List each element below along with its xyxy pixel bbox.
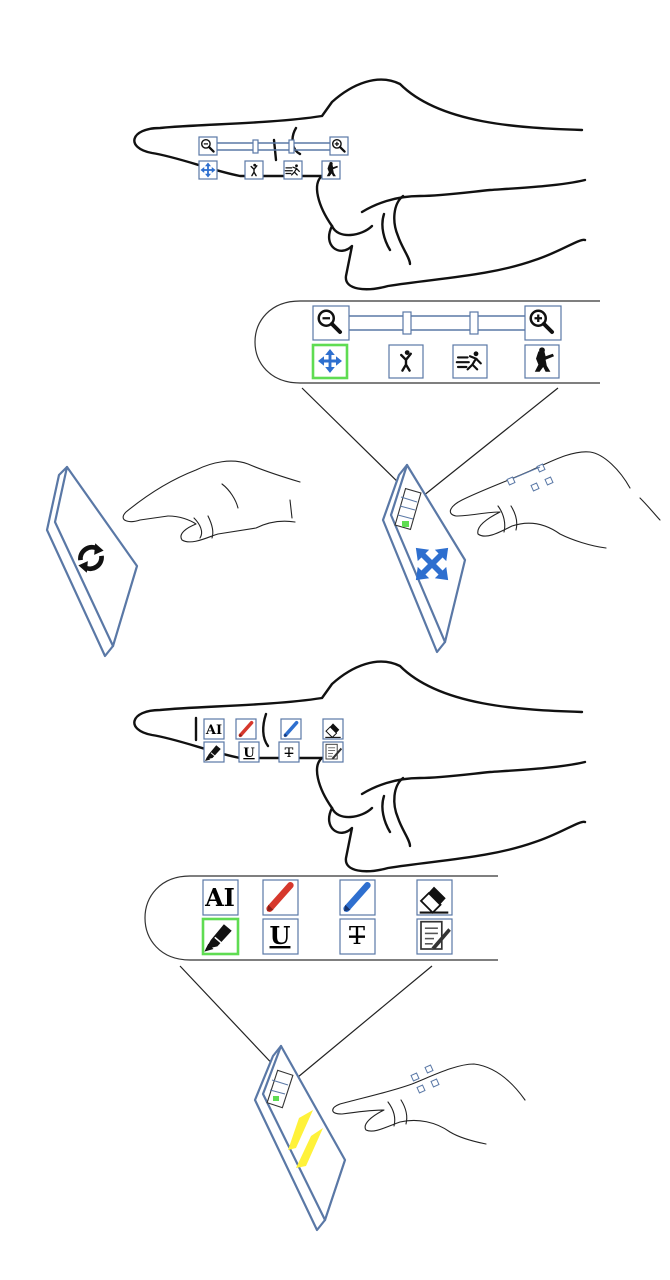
hand-mini-toolbar xyxy=(410,1064,440,1094)
callout-leader xyxy=(291,965,433,1083)
underline-icon: U xyxy=(270,921,291,950)
text-select-icon: AI xyxy=(205,723,222,738)
panel-top xyxy=(45,78,661,658)
strikethrough-icon: T xyxy=(285,746,294,761)
hand-sketch-small-bottom xyxy=(332,1063,526,1145)
text-select-tile[interactable] xyxy=(202,879,239,916)
tablet-right xyxy=(381,463,467,654)
callout-leader xyxy=(417,387,559,501)
underline-tile[interactable] xyxy=(262,918,299,955)
zoomed-toolbar-top xyxy=(254,300,600,384)
underline-icon: U xyxy=(243,746,255,761)
hand-toolbar-bottom: AI U T xyxy=(203,718,344,763)
yellow-highlight-strokes xyxy=(288,1110,323,1168)
underline-tile[interactable] xyxy=(238,741,260,763)
panel-bottom: AI U T AI xyxy=(133,660,587,1232)
tablet-bottom xyxy=(253,1044,347,1232)
selected-indicator xyxy=(402,521,409,527)
text-select-icon: AI xyxy=(204,883,235,912)
hand-sketch-top xyxy=(133,78,587,291)
hand-sketch-bottom xyxy=(133,660,587,873)
text-select-tile[interactable] xyxy=(203,718,225,740)
callout-leader xyxy=(301,387,409,493)
hand-toolbar-top xyxy=(198,136,349,180)
strikethrough-icon: T xyxy=(349,922,365,950)
hand-sketch-small-top xyxy=(449,451,661,549)
zoom-slider-handle[interactable] xyxy=(469,311,479,335)
callout-leader xyxy=(179,965,281,1073)
tablet-left xyxy=(45,465,139,658)
strikethrough-tile[interactable] xyxy=(278,741,300,763)
zoom-slider-handle[interactable] xyxy=(288,139,295,154)
zoom-slider-handle[interactable] xyxy=(252,139,259,154)
strikethrough-tile[interactable] xyxy=(339,918,376,955)
zoom-slider-handle[interactable] xyxy=(402,311,412,335)
zoomed-toolbar-bottom: AI U T xyxy=(144,875,498,961)
projected-mini-toolbar xyxy=(394,487,422,531)
hand-mini-toolbar xyxy=(506,463,554,492)
hand-sketch-pointing xyxy=(122,460,301,543)
run-tile[interactable] xyxy=(283,160,303,180)
selected-indicator xyxy=(273,1096,279,1101)
